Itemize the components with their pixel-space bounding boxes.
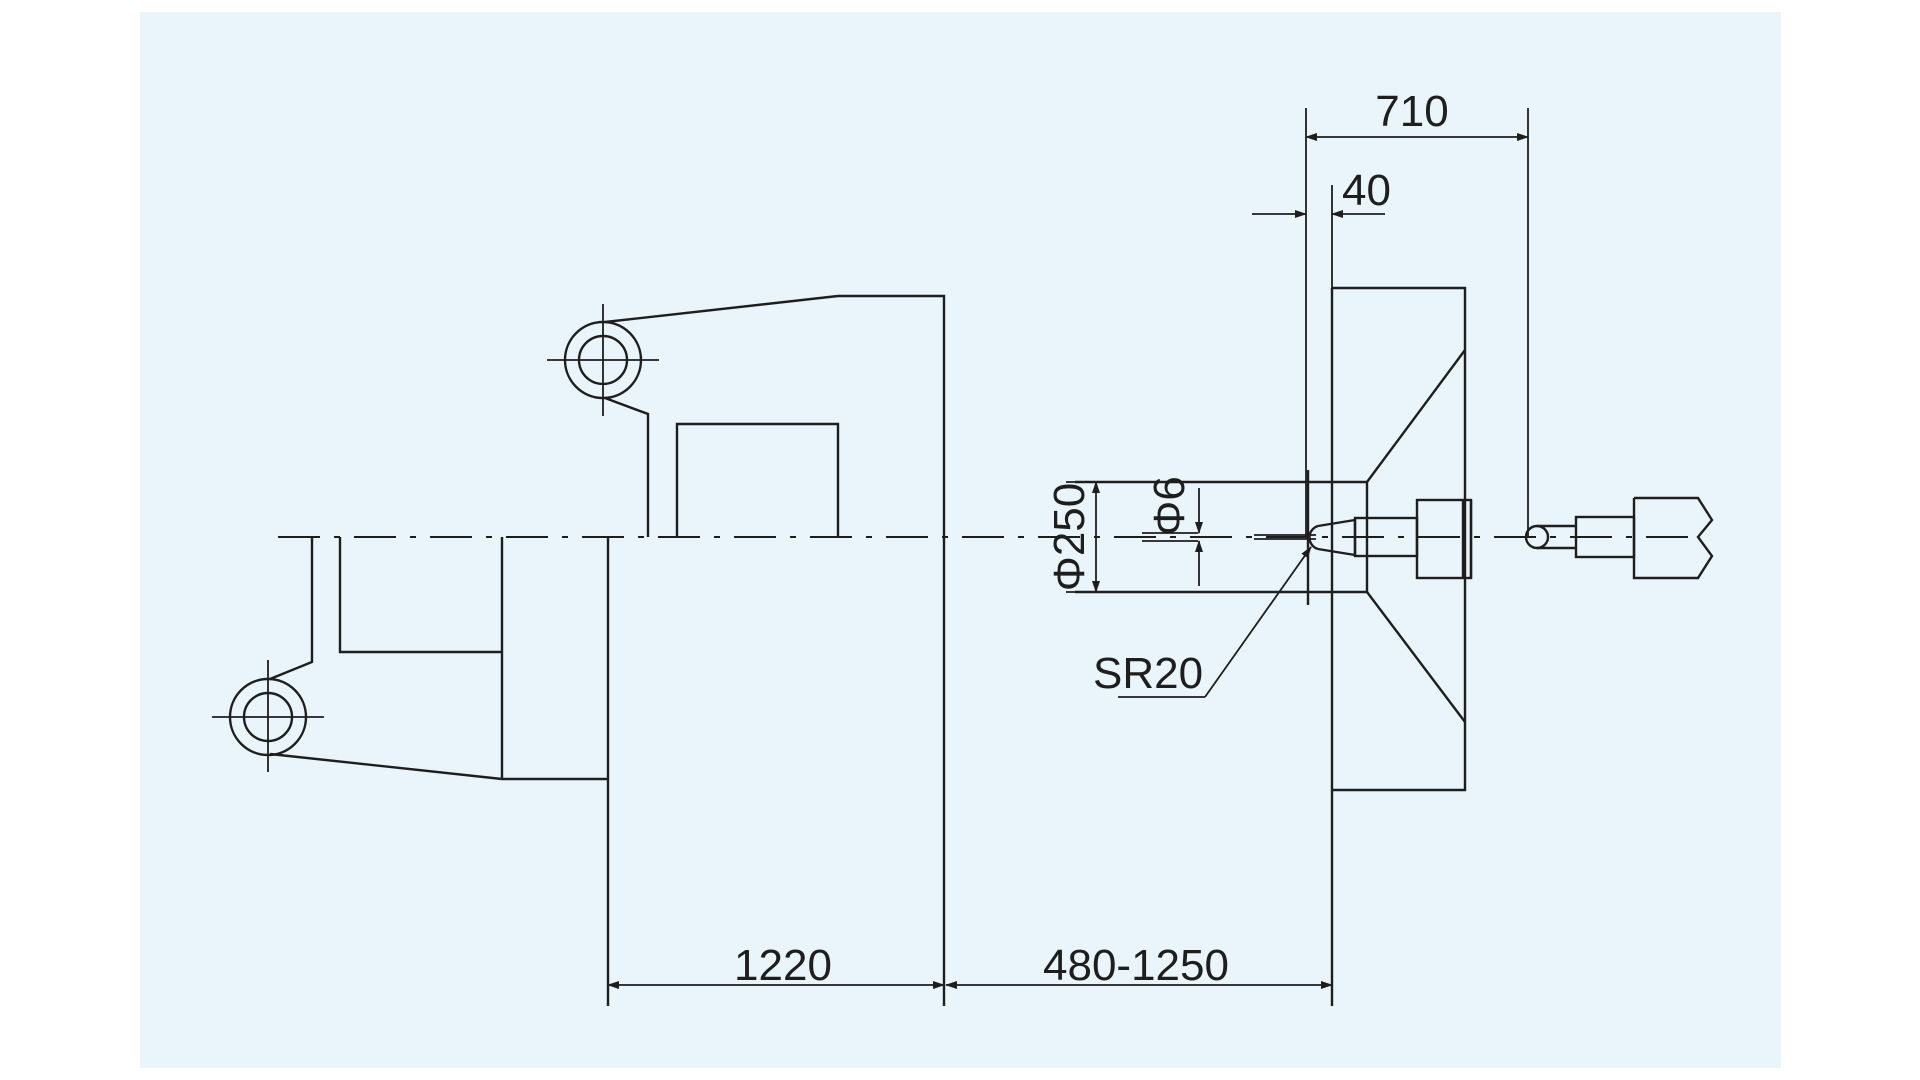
dim-dia-6: Φ6 xyxy=(1142,476,1203,586)
leader-sr20: SR20 xyxy=(1093,546,1312,698)
dim-710: 710 xyxy=(1305,87,1529,537)
dim-1220-label: 1220 xyxy=(734,941,832,990)
dim-480-1250-label: 480-1250 xyxy=(1043,941,1229,990)
lower-clevis-arm xyxy=(212,537,608,781)
dim-1220: 1220 xyxy=(607,941,945,990)
drawing-background xyxy=(140,12,1781,1068)
main-body xyxy=(606,420,946,1006)
dim-40: 40 xyxy=(1252,166,1391,288)
dim-dia-250: Φ250 xyxy=(1045,481,1110,593)
tie-rod-end xyxy=(1524,496,1714,580)
dim-40-label: 40 xyxy=(1342,166,1391,215)
upper-clevis-arm xyxy=(547,294,946,537)
dim-480-1250: 480-1250 xyxy=(945,941,1333,990)
die-platen xyxy=(1075,286,1467,1006)
pin-nozzle xyxy=(1254,498,1473,580)
dim-dia-6-label: Φ6 xyxy=(1145,476,1194,536)
sr20-label: SR20 xyxy=(1093,649,1203,698)
dim-710-label: 710 xyxy=(1375,87,1448,136)
dim-dia-250-label: Φ250 xyxy=(1045,483,1094,592)
